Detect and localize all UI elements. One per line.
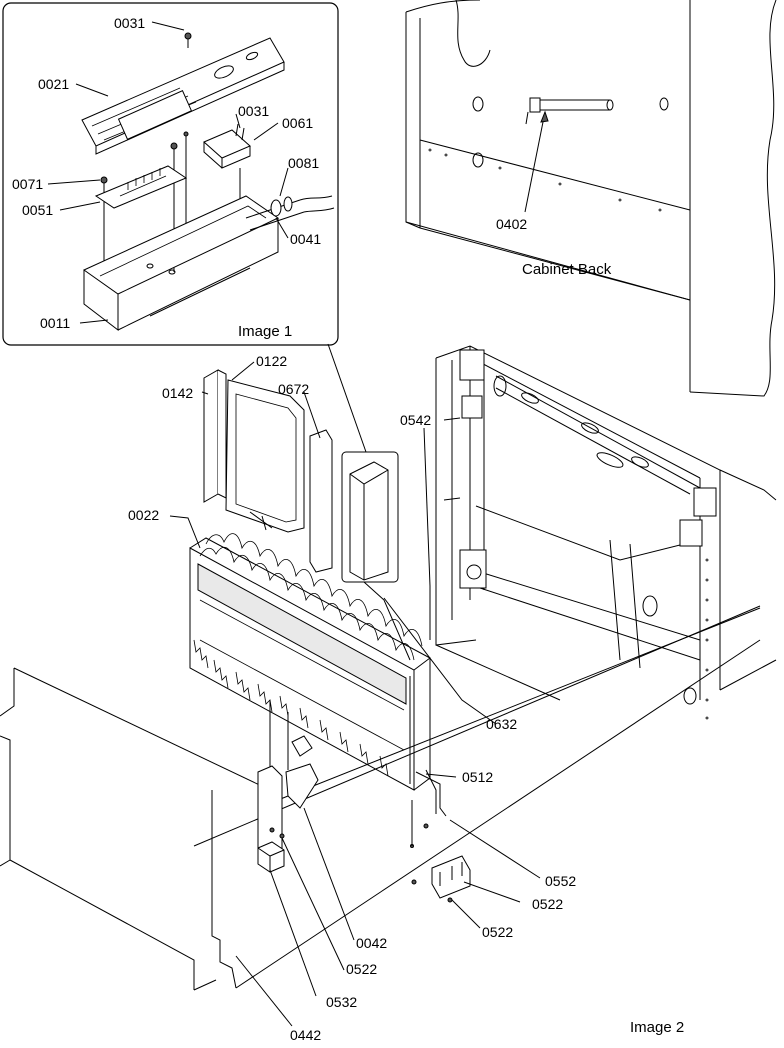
inset-switch-0061 [203, 123, 251, 200]
part-labels: 0031 0021 0031 0061 0081 0071 0051 0041 … [12, 15, 576, 1043]
label-0071: 0071 [12, 176, 43, 192]
inset-leaders [47, 21, 367, 453]
block-0442 [257, 841, 285, 873]
inset-box-0011 [83, 195, 279, 332]
liner-frame [435, 345, 777, 720]
caption-cabinet-back: Cabinet Back [522, 261, 612, 278]
control-box-0632 [341, 451, 411, 661]
label-0532: 0532 [326, 994, 357, 1010]
label-0042: 0042 [356, 935, 387, 951]
leader-0402-arrow [540, 110, 549, 123]
label-0402: 0402 [496, 216, 527, 232]
partition-0142 [203, 369, 227, 503]
label-0021: 0021 [38, 76, 69, 92]
inset-tube-0041 [245, 195, 335, 231]
cover-0122 [225, 379, 305, 533]
caption-image-2: Image 2 [630, 1019, 684, 1036]
label-0122: 0122 [256, 353, 287, 369]
label-0542: 0542 [400, 412, 431, 428]
clip-0512-0552 [410, 800, 471, 903]
inset-board-0051 [94, 165, 188, 209]
cabinet-back [405, 0, 777, 397]
label-0522-c: 0522 [346, 961, 377, 977]
label-0031-mid: 0031 [238, 103, 269, 119]
label-0011: 0011 [40, 315, 70, 331]
leader-0402 [524, 111, 546, 213]
inset-control-panel [81, 37, 285, 155]
label-0522-b: 0522 [482, 924, 513, 940]
label-0051: 0051 [22, 202, 53, 218]
label-0522-a: 0522 [532, 896, 563, 912]
evaporator-0022 [189, 533, 447, 817]
bracket-0042 [285, 735, 319, 809]
label-0142: 0142 [162, 385, 193, 401]
partition-0672 [309, 429, 333, 573]
caption-image-1: Image 1 [238, 323, 292, 340]
label-0552: 0552 [545, 873, 576, 889]
label-0632: 0632 [486, 716, 517, 732]
label-0081: 0081 [288, 155, 319, 171]
label-0442: 0442 [290, 1027, 321, 1043]
lower-wall [0, 605, 761, 991]
label-0672: 0672 [278, 381, 309, 397]
label-0031-top: 0031 [114, 15, 145, 31]
main-leaders [169, 361, 541, 1027]
label-0041: 0041 [290, 231, 321, 247]
label-0061: 0061 [282, 115, 313, 131]
label-0512: 0512 [462, 769, 493, 785]
label-0022: 0022 [128, 507, 159, 523]
